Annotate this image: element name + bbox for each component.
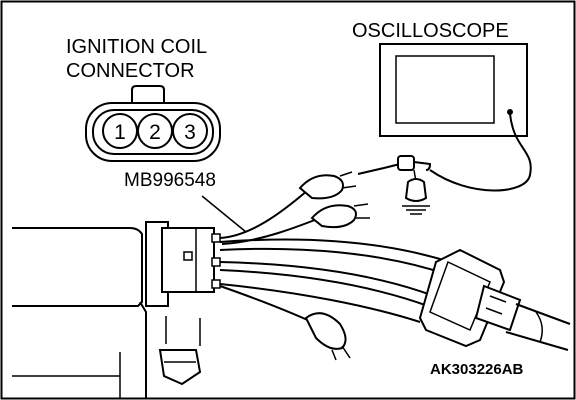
probe-clip-second xyxy=(310,204,357,229)
right-connector-face xyxy=(429,260,491,332)
pin-label-1: 1 xyxy=(114,121,126,144)
harness-plug-latch xyxy=(183,251,193,261)
probe-clip-top-jaws xyxy=(339,171,357,189)
ignition-coil-connector-label-line2: CONNECTOR xyxy=(66,60,195,82)
probe-clip-top xyxy=(298,174,344,200)
harness-wire-upper xyxy=(219,238,451,263)
probe-plug xyxy=(397,155,415,171)
connector-pin-3 xyxy=(172,113,208,149)
connector-inner xyxy=(92,109,214,155)
probe-clip-bottom-jaws xyxy=(331,345,351,361)
test-harness-wires xyxy=(219,189,451,323)
right-connector-boot xyxy=(474,284,522,332)
harness-terminal-3 xyxy=(211,279,221,289)
figure-code-label: AK303226AB xyxy=(430,361,524,378)
spark-plug-cable xyxy=(505,303,571,351)
probe-lead xyxy=(357,163,401,175)
ignition-coil-connector xyxy=(85,85,221,162)
connector-latch xyxy=(131,85,165,104)
oscilloscope-label: OSCILLOSCOPE xyxy=(352,20,509,42)
harness-plug-side-connector xyxy=(418,248,571,351)
probe-clips xyxy=(298,155,432,361)
harness-terminal-2 xyxy=(211,257,221,267)
harness-wire-middle-edge xyxy=(219,269,429,307)
ignition-coil-connector-label: IGNITION COIL xyxy=(66,36,208,58)
harness-wire-upper-edge xyxy=(219,247,447,275)
coil-housing xyxy=(12,227,143,307)
probe-clip-second-jaws xyxy=(353,203,370,219)
probe-plug-tail xyxy=(413,161,432,171)
ground-clip-icon xyxy=(404,178,428,202)
oscilloscope-probe-jack xyxy=(507,109,513,115)
ignition-coil-body xyxy=(12,227,202,398)
pin-label-3: 3 xyxy=(184,121,196,144)
harness-part-number-label: MB996548 xyxy=(124,170,216,191)
probe-wire-top xyxy=(219,189,309,239)
pin-label-2: 2 xyxy=(149,121,161,144)
oscilloscope-case xyxy=(379,43,528,137)
probe-clip-bottom xyxy=(304,312,347,350)
harness-leader-line xyxy=(201,195,247,233)
bolt-boss xyxy=(165,316,201,346)
oscilloscope-cable xyxy=(429,113,532,192)
connector-body xyxy=(85,102,221,162)
spark-plug-cable-band xyxy=(535,311,543,343)
harness-wire-lower xyxy=(219,283,421,323)
oscilloscope-screen xyxy=(395,55,495,124)
harness-coil-side-connector xyxy=(145,221,221,307)
probe-wire-bottom xyxy=(219,285,313,323)
right-connector-ridges xyxy=(485,295,507,315)
harness-terminal-1 xyxy=(211,233,221,243)
coil-housing-lower xyxy=(139,301,147,398)
oscilloscope xyxy=(379,43,528,137)
bolt-head-icon xyxy=(158,349,202,386)
harness-wire-middle xyxy=(219,261,435,297)
